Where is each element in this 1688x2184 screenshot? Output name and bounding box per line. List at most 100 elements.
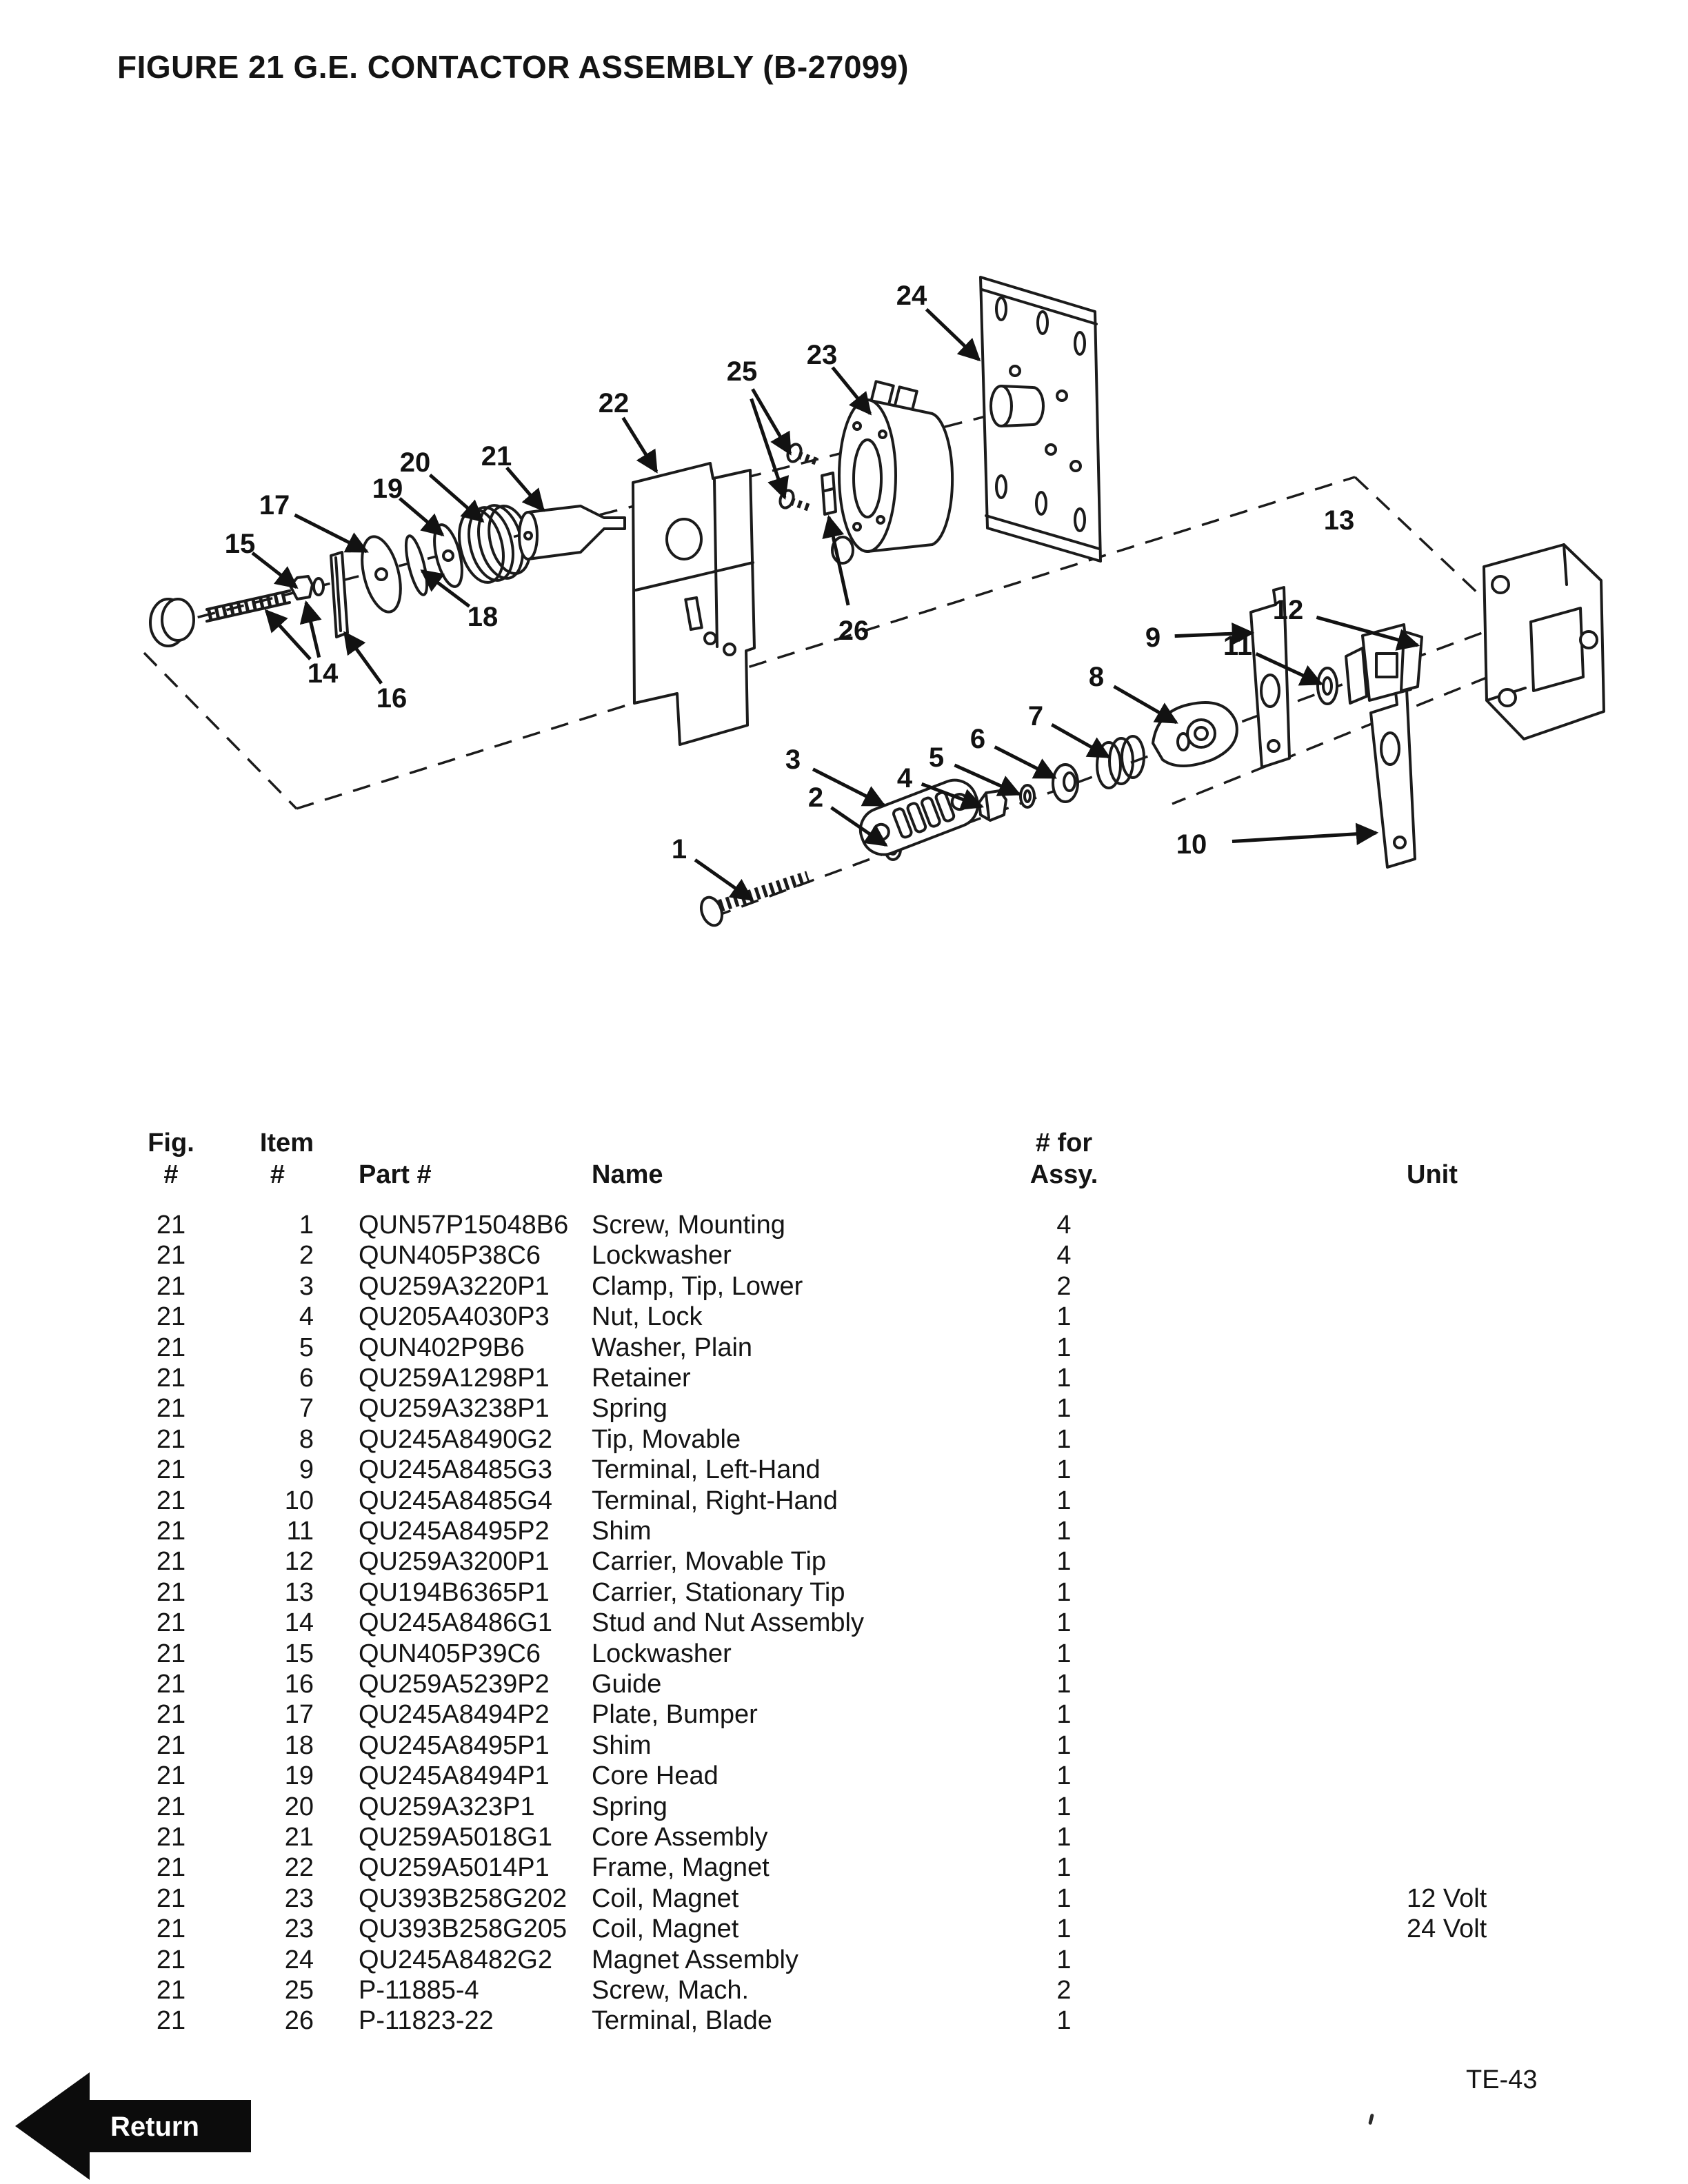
part-stud-14 — [205, 589, 291, 623]
cell-assy: 4 — [1056, 1241, 1072, 1271]
cell-fig: 21 — [156, 1486, 186, 1515]
cell-name: Core Assembly — [592, 1823, 768, 1852]
cell-part: P-11885-4 — [359, 1976, 479, 2005]
cell-assy: 1 — [1056, 1517, 1072, 1546]
exploded-diagram: 1234567891011121314151617181920212223242… — [143, 276, 1605, 927]
cell-name: Carrier, Movable Tip — [592, 1547, 827, 1577]
col-header-item: Item — [259, 1129, 314, 1157]
callout-arrow-16 — [343, 631, 383, 685]
cell-item: 18 — [284, 1730, 314, 1760]
part-spring-20 — [458, 504, 532, 584]
cell-fig: 21 — [156, 1914, 186, 1944]
cell-part: QU259A3238P1 — [359, 1394, 550, 1424]
cell-unit: 24 Volt — [1407, 1914, 1487, 1944]
cell-name: Shim — [592, 1517, 652, 1546]
cell-assy: 1 — [1056, 1455, 1072, 1485]
callout-7: 7 — [1028, 701, 1043, 731]
cell-part: QU245A8494P1 — [359, 1761, 550, 1791]
callout-14: 14 — [308, 658, 339, 689]
cell-item: 23 — [284, 1883, 314, 1913]
cell-part: QU245A8486G1 — [359, 1608, 552, 1638]
callout-arrow-12 — [1316, 616, 1420, 651]
cell-item: 20 — [284, 1792, 314, 1821]
cell-name: Spring — [592, 1792, 667, 1821]
cell-fig: 21 — [156, 1976, 186, 2005]
callout-8: 8 — [1089, 662, 1104, 692]
cell-assy: 1 — [1056, 1914, 1072, 1944]
callout-arrow-14 — [299, 600, 322, 658]
cell-fig: 21 — [156, 1394, 186, 1424]
cell-fig: 21 — [156, 1639, 186, 1668]
cell-item: 2 — [299, 1241, 314, 1271]
cell-item: 24 — [284, 1945, 314, 1974]
part-plain-washer-5 — [1019, 784, 1036, 809]
part-machine-screws-25 — [778, 443, 819, 512]
cell-fig: 21 — [156, 1883, 186, 1913]
cell-assy: 2 — [1056, 1271, 1072, 1301]
cell-assy: 1 — [1056, 1364, 1072, 1393]
cell-assy: 1 — [1056, 1761, 1072, 1791]
callout-arrow-23 — [831, 366, 872, 416]
cell-name: Stud and Nut Assembly — [592, 1608, 864, 1638]
callout-24: 24 — [896, 281, 927, 311]
cell-assy: 1 — [1056, 1792, 1072, 1821]
cell-name: Retainer — [592, 1364, 691, 1393]
cell-fig: 21 — [156, 1547, 186, 1577]
part-tip-clamp-3 — [858, 778, 979, 856]
cell-item: 22 — [284, 1853, 314, 1883]
cell-fig: 21 — [156, 1577, 186, 1607]
cell-part: QU205A4030P3 — [359, 1302, 550, 1332]
cell-part: P-11823-22 — [359, 2006, 494, 2036]
part-stationary-carrier-13 — [1483, 543, 1605, 740]
callout-9: 9 — [1145, 623, 1160, 653]
callout-arrow-5 — [954, 763, 1021, 796]
part-lock-nut-4 — [978, 789, 1007, 822]
callout-23: 23 — [807, 340, 838, 370]
callout-13: 13 — [1324, 505, 1355, 536]
callout-25: 25 — [727, 356, 758, 387]
callout-26: 26 — [838, 616, 870, 646]
cell-part: QU393B258G202 — [359, 1883, 567, 1913]
cell-name: Washer, Plain — [592, 1333, 753, 1362]
cell-fig: 21 — [156, 2006, 186, 2036]
cell-name: Screw, Mounting — [592, 1211, 785, 1240]
cell-item: 9 — [299, 1455, 314, 1485]
callout-arrow-1 — [694, 858, 754, 902]
callout-arrow-25 — [751, 388, 792, 456]
cell-item: 23 — [284, 1914, 314, 1944]
callout-1: 1 — [672, 834, 687, 865]
cell-part: QU245A8485G4 — [359, 1486, 552, 1515]
cell-item: 13 — [284, 1577, 314, 1607]
cell-part: QUN57P15048B6 — [359, 1211, 569, 1240]
part-magnet-frame-22 — [632, 462, 756, 746]
return-arrow-icon — [15, 2072, 251, 2180]
col-header-name: Name — [592, 1160, 663, 1189]
part-terminal-left-9 — [1249, 586, 1291, 769]
cell-name: Guide — [592, 1670, 662, 1699]
callout-arrow-19 — [398, 497, 445, 537]
cell-item: 4 — [299, 1302, 314, 1332]
cell-name: Lockwasher — [592, 1639, 732, 1668]
cell-part: QUN405P38C6 — [359, 1241, 541, 1271]
cell-fig: 21 — [156, 1853, 186, 1883]
cell-assy: 1 — [1056, 1853, 1072, 1883]
cell-item: 26 — [284, 2006, 314, 2036]
cell-fig: 21 — [156, 1211, 186, 1240]
return-button[interactable]: Return — [10, 2068, 265, 2184]
cell-name: Terminal, Left-Hand — [592, 1455, 821, 1485]
cell-part: QU245A8490G2 — [359, 1424, 552, 1454]
callout-arrow-17 — [294, 513, 369, 554]
